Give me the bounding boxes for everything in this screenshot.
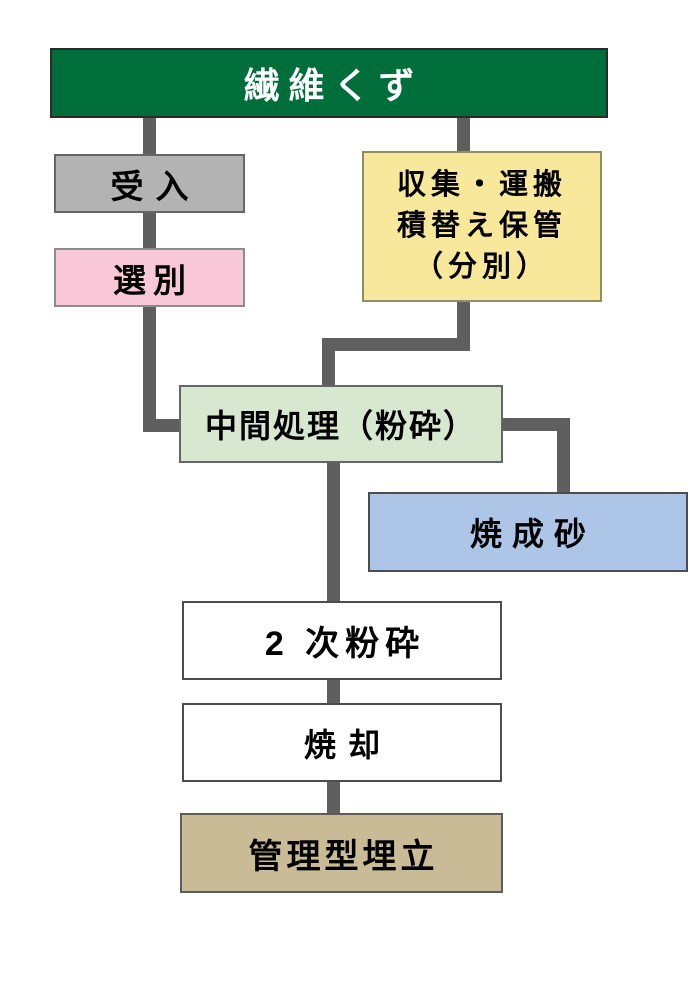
node-fired-sand-label: 焼成砂 [469,516,596,552]
connector-intermediate-to-crushing [327,462,340,602]
connector-crushing-to-incineration [327,680,340,704]
node-fired-sand: 焼成砂 [368,492,688,572]
node-receiving-label: 受入 [110,167,201,205]
connector-into-intermediate-vertical [322,338,335,386]
node-incineration-label: 焼却 [303,726,392,763]
node-controlled-landfill: 管理型埋立 [180,813,503,893]
node-collection-line-1: 収集・運搬 [396,168,567,201]
connector-intermediate-to-sand-vertical [557,418,570,493]
node-controlled-landfill-label: 管理型埋立 [248,837,439,876]
connector-intermediate-to-sand-horizontal [502,418,570,431]
connector-collection-to-intermediate-horizontal [322,338,470,351]
node-sorting-label: 選別 [113,261,193,299]
node-fiber-waste: 繊維くず [50,48,608,118]
connector-sorting-to-intermediate-elbow [143,419,181,432]
node-fiber-waste-label: 繊維くず [243,65,424,106]
node-intermediate-treatment-label: 中間処理（粉砕） [204,408,477,444]
connector-incineration-to-landfill [327,781,340,814]
node-collection-transport: 収集・運搬 積替え保管 （分別） [362,151,602,302]
node-secondary-crushing-label: 2 次粉砕 [264,625,426,663]
node-sorting: 選別 [54,248,245,307]
node-incineration: 焼却 [182,703,502,782]
node-secondary-crushing: 2 次粉砕 [182,601,502,680]
node-receiving: 受入 [54,154,245,213]
connector-fiber-to-collection-vertical [457,118,470,154]
node-intermediate-treatment: 中間処理（粉砕） [179,385,503,463]
node-collection-line-3: （分別） [413,251,550,284]
node-collection-line-2: 積替え保管 [396,209,567,242]
